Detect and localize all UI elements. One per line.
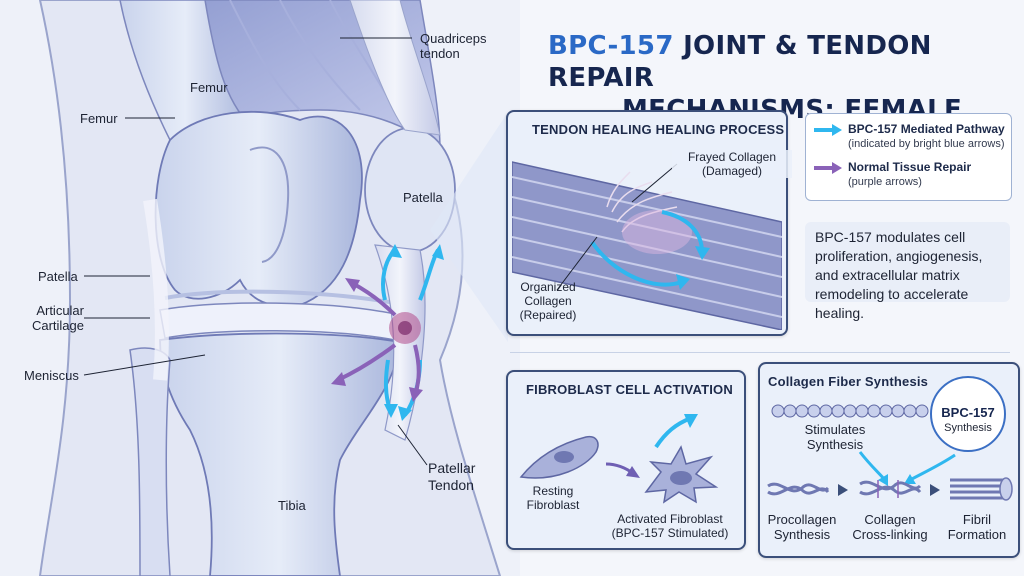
legend-bpc-sub: (indicated by bright blue arrows) <box>848 138 1005 150</box>
synthesis-flow-illustration <box>767 451 1013 501</box>
mechanism-description: BPC-157 modulates cell proliferation, an… <box>805 222 1010 321</box>
blue-arrow-icon <box>814 124 842 136</box>
label-patellar-tendon: Patellar Tendon <box>428 460 476 493</box>
organized-collagen-label: Organized Collagen (Repaired) <box>519 280 577 322</box>
label-tibia: Tibia <box>278 498 306 513</box>
collagen-synthesis-panel: Collagen Fiber Synthesis Stimulates Synt… <box>758 362 1020 558</box>
femoral-condyles <box>154 110 363 308</box>
fibril-label: Fibril Formation <box>947 512 1007 542</box>
label-femur-top: Femur <box>190 80 228 95</box>
label-quadriceps-tendon: Quadriceps tendon <box>420 31 487 61</box>
collagen-panel-heading: Collagen Fiber Synthesis <box>768 374 929 389</box>
tendon-fibers-illustration <box>512 161 782 330</box>
label-patella-inside: Patella <box>403 190 443 205</box>
activated-fibroblast-label: Activated Fibroblast (BPC-157 Stimulated… <box>611 512 729 540</box>
title-line1: JOINT & TENDON REPAIR <box>548 31 932 93</box>
title-accent: BPC-157 <box>548 31 674 61</box>
bpc157-badge-title: BPC-157 <box>941 405 995 420</box>
tendon-healing-panel: TENDON HEALING HEALING PROCESS Frayed Co… <box>506 110 792 336</box>
purple-arrow-icon <box>814 162 842 174</box>
leader-lines <box>83 37 428 466</box>
label-patella-left: Patella <box>38 269 78 284</box>
fibroblast-panel-heading: FIBROBLAST CELL ACTIVATION <box>526 382 733 397</box>
quadriceps-tendon-shape <box>349 0 441 136</box>
crosslinking-label: Collagen Cross-linking <box>852 512 928 542</box>
section-divider <box>510 352 1010 353</box>
peptide-chain-icon <box>771 404 929 418</box>
bpc157-badge: BPC-157 Synthesis <box>930 376 1006 452</box>
tendon-panel-heading: TENDON HEALING HEALING PROCESS <box>532 122 785 137</box>
fibroblast-illustration <box>519 414 719 504</box>
legend-normal-title: Normal Tissue Repair <box>848 160 972 174</box>
legend-normal-sub: (purple arrows) <box>848 176 922 188</box>
knee-illustration <box>38 0 502 576</box>
legend-bpc-title: BPC-157 Mediated Pathway <box>848 122 1005 136</box>
procollagen-label: Procollagen Synthesis <box>767 512 837 542</box>
fibroblast-panel: FIBROBLAST CELL ACTIVATION Resting Fibro… <box>506 370 746 550</box>
resting-fibroblast-label: Resting Fibroblast <box>526 484 580 512</box>
label-articular-cartilage: Articular Cartilage <box>31 303 84 333</box>
zoom-cone <box>430 112 508 342</box>
tibia-bone <box>159 332 401 576</box>
bpc157-badge-sub: Synthesis <box>944 422 992 434</box>
stimulates-synthesis-label: Stimulates Synthesis <box>804 422 866 452</box>
label-meniscus: Meniscus <box>24 368 79 383</box>
frayed-collagen-label: Frayed Collagen (Damaged) <box>672 150 792 178</box>
legend-box: BPC-157 Mediated Pathway (indicated by b… <box>805 113 1012 201</box>
label-femur-left: Femur <box>80 111 118 126</box>
